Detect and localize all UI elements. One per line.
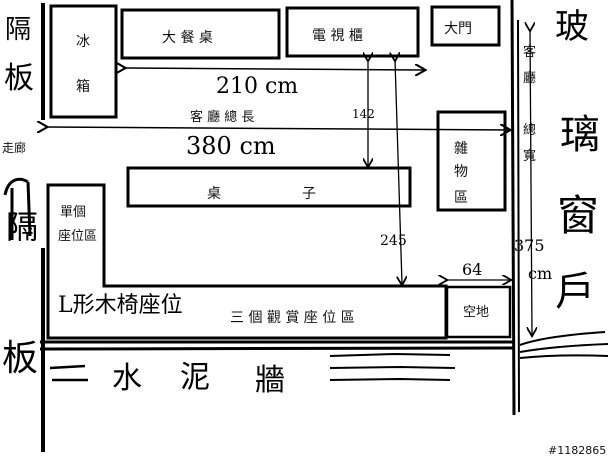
storage-label-1: 雜 [454, 141, 468, 157]
fridge-box [49, 4, 118, 119]
dim-375-label: 375 [514, 236, 545, 255]
bottom-wall-line-2 [39, 346, 514, 351]
tv-cabinet-box [285, 6, 420, 58]
dim-64-label: 64 [462, 260, 482, 279]
glass-window-2: 璃 [560, 112, 600, 158]
storage-label-2: 物 [454, 164, 468, 180]
single-seat-label-2: 座位區 [58, 229, 97, 244]
dim-245-label: 245 [380, 233, 407, 249]
storage-label-3: 區 [454, 190, 468, 206]
dim-210-label: 210 cm [216, 74, 298, 99]
cement-wall-2: 泥 [180, 360, 210, 395]
storage-box [436, 110, 507, 212]
fridge-label-1: 冰 [76, 34, 90, 50]
dim-380-line [46, 127, 509, 130]
empty-space-label: 空地 [463, 305, 489, 320]
table-label-2: 子 [302, 186, 316, 202]
cement-wall-1: 水 [112, 361, 142, 396]
main-door-label: 大門 [444, 21, 472, 37]
tv-cabinet-label: 電 視 櫃 [312, 28, 363, 44]
right-wall-inner [517, 19, 520, 413]
dim-375-line [530, 30, 532, 335]
partition-left-top-1: 隔 [5, 15, 31, 45]
living-width-4: 寬 [523, 148, 536, 164]
dim-142-label: 142 [352, 107, 375, 121]
partition-left-mid-2: 板 [2, 338, 38, 379]
living-width-2: 廳 [523, 70, 536, 86]
glass-window-4: 戶 [555, 269, 595, 315]
corridor-label: 走廊 [2, 140, 26, 155]
living-length-label: 客 廳 總 長 [190, 109, 254, 125]
right-wall-outer [510, 0, 516, 416]
table-box [126, 166, 412, 208]
partition-left-top-2: 板 [4, 61, 34, 96]
empty-space-box [445, 285, 512, 339]
table-label-1: 桌 [207, 186, 221, 202]
dining-table-box [120, 8, 281, 60]
fridge-label-2: 箱 [76, 79, 90, 95]
cement-wall-strokes [49, 364, 88, 382]
glass-window-3: 窗 [557, 191, 599, 240]
living-width-3: 總 [523, 122, 536, 138]
dim-210-line [124, 68, 424, 70]
main-door-box [430, 5, 501, 47]
partition-left-mid-1: 隔 [6, 208, 38, 246]
watermark: #1182865 [548, 444, 606, 457]
partition-left-mid-sketch [3, 177, 32, 240]
three-seat-label: 三 個 觀 賞 座 位 區 [230, 310, 355, 326]
glass-window-1: 玻 [555, 7, 589, 47]
dim-375-unit: cm [528, 264, 552, 283]
l-bench-label: L形木椅座位 [58, 293, 183, 318]
dim-245-line [395, 60, 402, 284]
cement-wall-3: 牆 [255, 363, 285, 398]
single-seat-label-1: 單個 [60, 205, 86, 220]
dining-table-label: 大 餐 桌 [162, 30, 213, 46]
dim-380-label: 380 cm [186, 132, 276, 160]
cement-wall-hatch [329, 331, 609, 381]
